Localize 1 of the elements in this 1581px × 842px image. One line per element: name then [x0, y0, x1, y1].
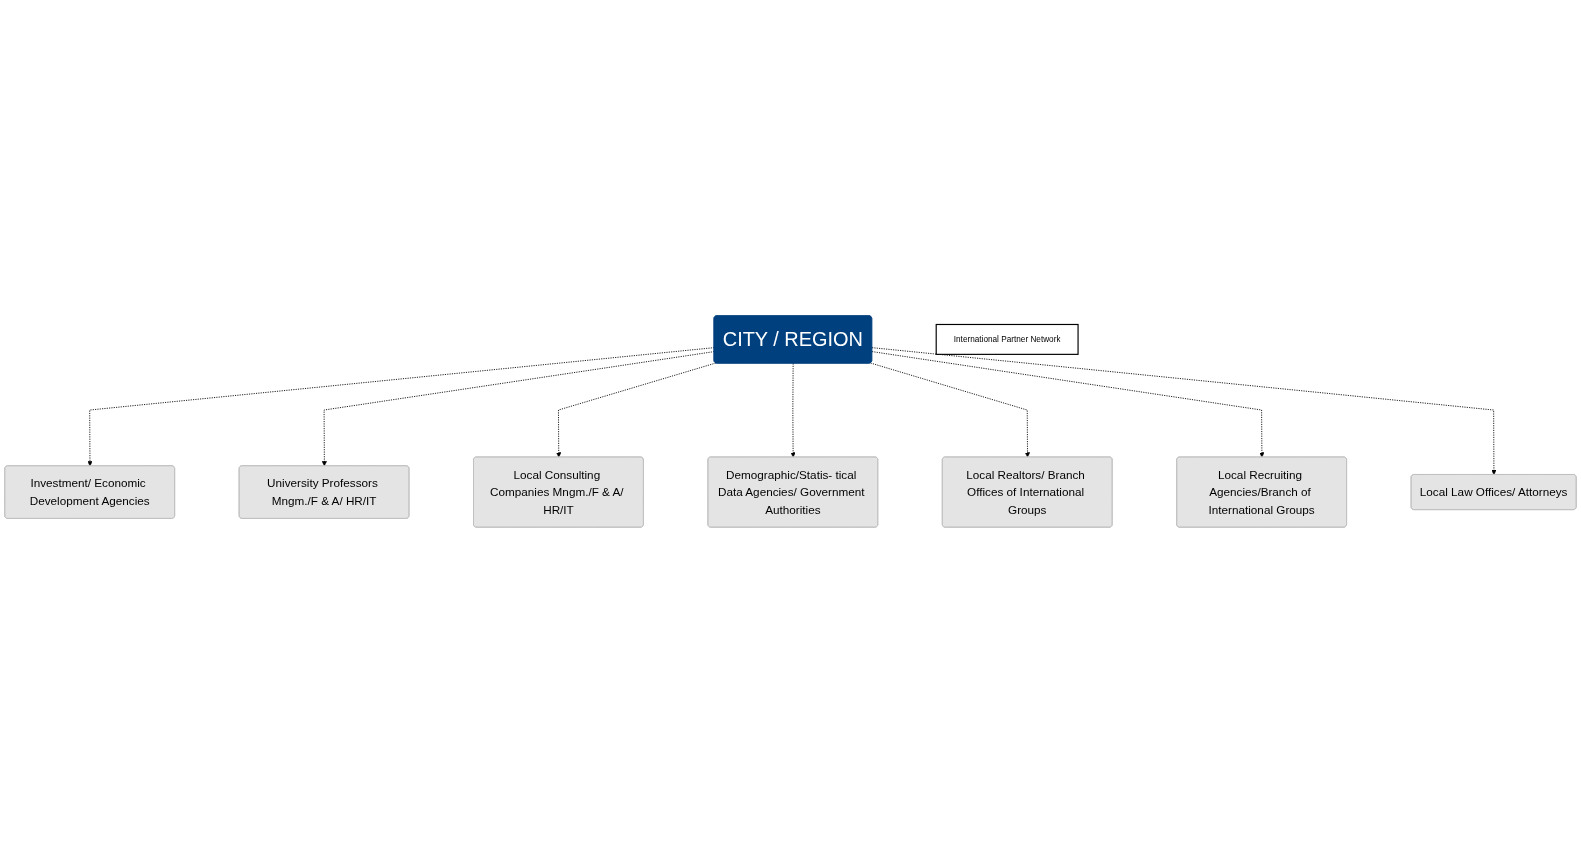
node-box: International Partner Network: [935, 323, 1079, 355]
